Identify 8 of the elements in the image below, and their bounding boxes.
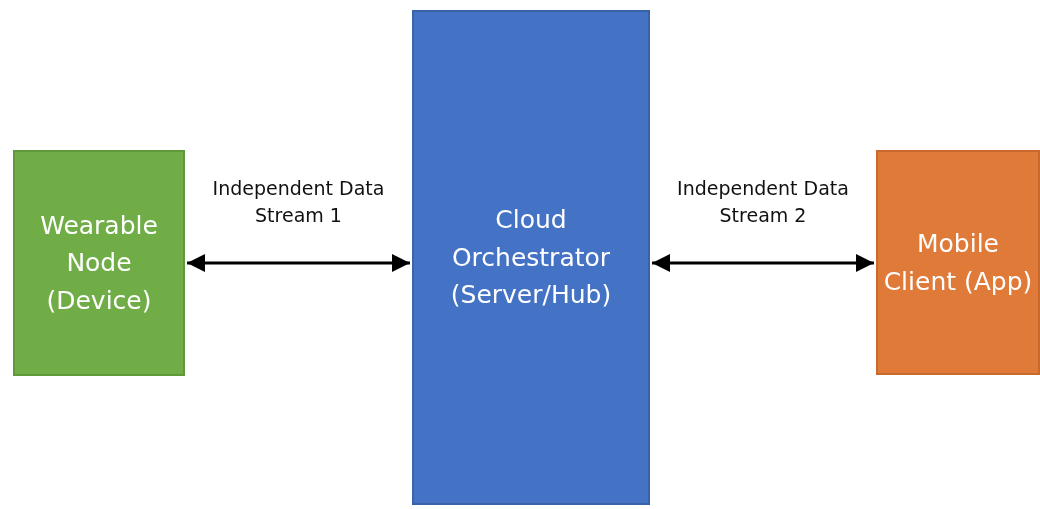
node-label: Wearable Node (Device) xyxy=(39,209,159,317)
node-label: Cloud Orchestrator (Server/Hub) xyxy=(449,204,613,312)
process-box xyxy=(876,150,1040,375)
double-arrow xyxy=(652,254,874,272)
process-box xyxy=(13,150,185,376)
node-label: Mobile Client (App) xyxy=(883,228,1033,298)
process-box xyxy=(412,10,650,505)
double-arrow xyxy=(187,254,410,272)
